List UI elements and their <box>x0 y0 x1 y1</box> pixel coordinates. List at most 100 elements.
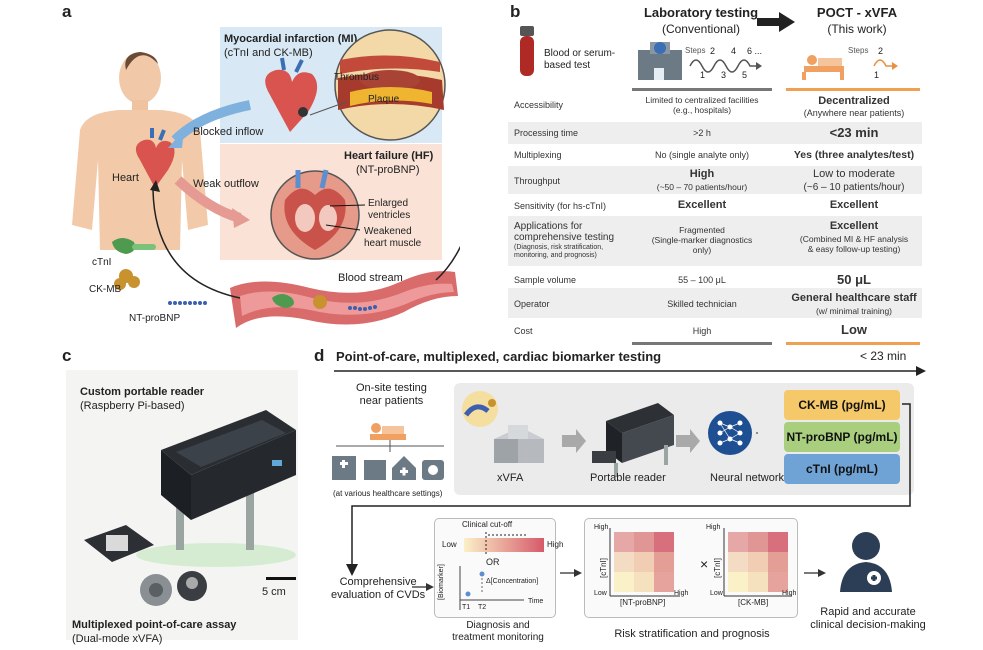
lab-multiplexing: No (single analyte only) <box>654 150 750 160</box>
ntprobnp-molecule-icon <box>168 301 207 305</box>
lab-step-5: 5 <box>742 70 748 80</box>
time-label: < 23 min <box>860 349 907 363</box>
poct-operator: General healthcare staff <box>791 292 917 304</box>
ctni-axis-label-1: [cTnI] <box>599 557 608 578</box>
row-label-sample-volume: Sample volume <box>514 275 577 285</box>
doctor-icon <box>840 532 892 592</box>
to-panel-b-arrow <box>435 245 460 281</box>
diagnosis-caption: Diagnosis and treatment monitoring <box>452 620 544 643</box>
rapid-caption: Rapid and accurate clinical decision-mak… <box>810 606 926 631</box>
lab-steps-icon <box>638 42 762 80</box>
ctni-output-chip: cTnI (pg/mL) <box>784 454 900 484</box>
healthcare-settings-icon <box>332 423 444 480</box>
ckmb-output-label: CK-MB (pg/mL) <box>798 398 886 412</box>
risk2-low-label: Low <box>710 590 723 597</box>
ntprobnp-output-label: NT-proBNP (pg/mL) <box>786 430 898 444</box>
right-arrow-icon <box>562 429 586 453</box>
cutoff-label: Clinical cut-off <box>462 520 513 529</box>
right-arrow-icon <box>757 12 795 32</box>
plaque-label: Plaque <box>368 94 400 105</box>
mi-subtitle: (cTnI and CK-MB) <box>224 47 313 59</box>
assay-subtitle: (Dual-mode xVFA) <box>72 633 163 645</box>
lab-title: Laboratory testing <box>643 5 759 20</box>
risk1-xhigh-label: High <box>674 590 689 597</box>
poct-accessibility-sub: (Anywhere near patients) <box>803 108 905 118</box>
delta-label: Δ[Concentration] <box>486 578 539 585</box>
panel-label-c: c <box>62 346 72 365</box>
right-arrow-icon <box>804 569 826 577</box>
circulation-arrow <box>152 189 241 299</box>
lab-step-3: 3 <box>721 70 727 80</box>
heart-icon <box>135 128 175 188</box>
device-photo <box>84 410 296 606</box>
hospital-icon <box>638 42 682 80</box>
scale-label: 5 cm <box>262 586 286 598</box>
poct-accessibility: Decentralized <box>818 95 890 107</box>
mi-heart-icon <box>265 57 318 132</box>
reader-label: Portable reader <box>590 472 666 484</box>
flow-connector <box>346 403 911 576</box>
lab-step-1: 1 <box>700 70 706 80</box>
risk2-high-label: High <box>706 524 721 531</box>
t2-label: T2 <box>478 604 487 611</box>
xvfa-device-icon <box>494 425 544 463</box>
risk-matrix-ntprobnp <box>609 528 680 597</box>
row-label-multiplexing: Multiplexing <box>514 150 562 160</box>
diagnosis-chart-icon <box>459 532 544 610</box>
lab-cost: High <box>692 326 712 336</box>
patient-bed-icon <box>802 55 844 80</box>
high-label: High <box>547 540 564 549</box>
row-label-cost: Cost <box>514 326 533 336</box>
lab-step-6: 6 ... <box>747 46 763 56</box>
poct-applications: Excellent <box>829 220 879 232</box>
neural-network-icon <box>708 411 752 455</box>
diagnosis-box <box>434 518 556 618</box>
lab-throughput-sub: (~50 – 70 patients/hour) <box>656 182 748 192</box>
biomarker-axis-label: [Biomarker] <box>438 564 445 600</box>
weak-outflow-label: Weak outflow <box>193 178 259 190</box>
poct-throughput-sub: (~6 – 10 patients/hour) <box>803 182 905 193</box>
lab-step-2: 2 <box>710 46 716 56</box>
panel-label-a: a <box>62 2 72 21</box>
row-bg <box>508 288 922 318</box>
sample-label: Blood or serum- based test <box>544 48 616 71</box>
row-label-applications-sub: (Diagnosis, risk stratification, monitor… <box>514 244 604 259</box>
ntprobnp-axis-label: [NT-proBNP] <box>620 598 666 607</box>
blocked-inflow-label: Blocked inflow <box>193 126 264 138</box>
comprehensive-label: Comprehensive evaluation of CVDs <box>331 576 426 601</box>
lab-steps-word: Steps <box>685 46 706 55</box>
poct-applications-sub: (Combined MI & HF analysis & easy follow… <box>799 234 909 254</box>
lab-sensitivity: Excellent <box>677 199 727 211</box>
panel-label-b: b <box>510 2 521 21</box>
or-label: OR <box>486 557 500 567</box>
panel-label-d: d <box>314 346 325 365</box>
ckmb-axis-label: [CK-MB] <box>738 598 769 607</box>
low-label: Low <box>442 540 457 549</box>
lab-processing: >2 h <box>693 128 711 138</box>
lab-step-4: 4 <box>731 46 737 56</box>
heart-label: Heart <box>112 172 139 184</box>
row-label-processing: Processing time <box>514 128 579 138</box>
row-label-throughput: Throughput <box>514 176 561 186</box>
poct-cost: Low <box>841 322 867 337</box>
row-label-operator: Operator <box>514 299 550 309</box>
hf-title: Heart failure (HF) <box>344 150 434 162</box>
sample-drop-icon <box>462 391 498 427</box>
reader-title: Custom portable reader <box>80 386 205 398</box>
lab-sample-volume: 55 – 100 μL <box>678 275 726 285</box>
poct-title: POCT - xVFA <box>816 5 898 20</box>
risk2-xhigh-label: High <box>782 590 797 597</box>
settings-label: (at various healthcare settings) <box>333 489 443 498</box>
panel-a-illustration <box>72 29 460 328</box>
portable-reader-icon <box>592 403 674 477</box>
blood-vessel-icon <box>230 271 458 328</box>
reader-subtitle: (Raspberry Pi-based) <box>80 400 185 412</box>
ctni-axis-label-2: [cTnI] <box>713 557 722 578</box>
blood-tube-icon <box>520 26 534 76</box>
poct-steps-word: Steps <box>848 46 869 55</box>
poct-sample-volume: 50 μL <box>837 272 871 287</box>
lab-footer-rule <box>632 342 772 345</box>
right-arrow-icon <box>560 569 582 577</box>
poct-throughput: Low to moderate <box>813 168 895 180</box>
